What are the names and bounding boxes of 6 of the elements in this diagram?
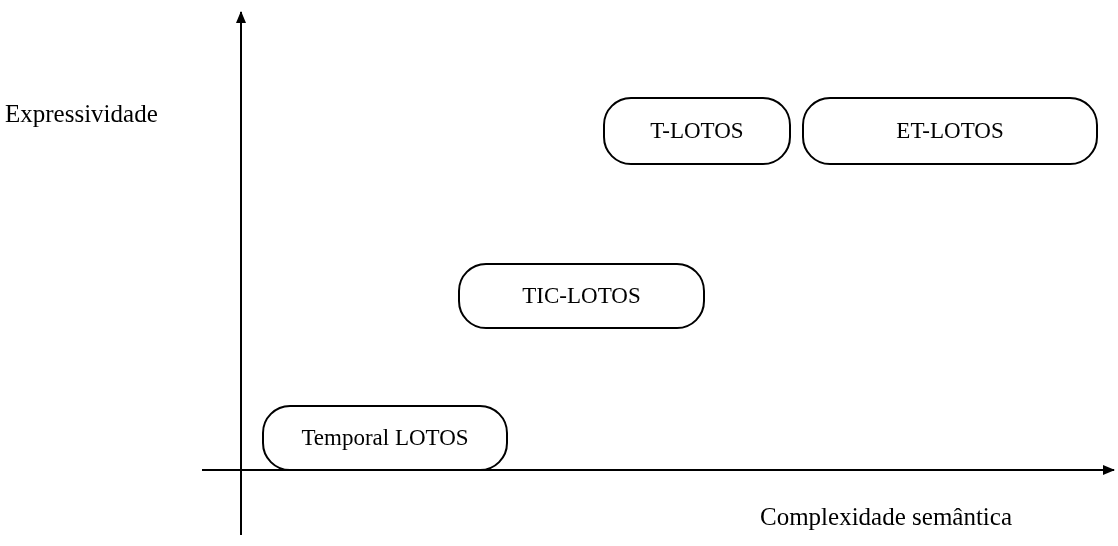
node-label: TIC-LOTOS — [522, 283, 641, 309]
node-label: T-LOTOS — [650, 118, 744, 144]
node-label: Temporal LOTOS — [301, 425, 469, 451]
axis-label: Complexidade semântica — [760, 503, 1012, 531]
node-label: ET-LOTOS — [896, 118, 1004, 144]
axis-label: Expressividade — [5, 100, 158, 128]
